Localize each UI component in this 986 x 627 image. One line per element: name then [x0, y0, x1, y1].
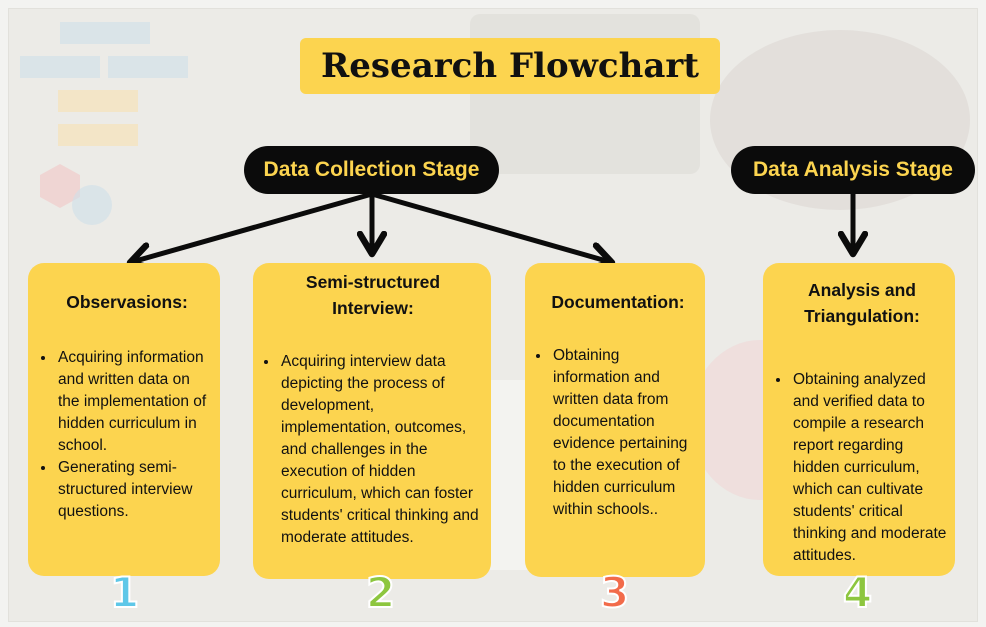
step-number-1: 1	[109, 568, 140, 617]
bullet-item: Acquiring interview data depicting the p…	[279, 351, 481, 549]
card-semi-structured-interview: Semi-structured Interview: Acquiring int…	[253, 263, 491, 579]
step-number-2: 2	[365, 568, 396, 617]
card-documentation: Documentation: Obtaining information and…	[525, 263, 705, 577]
card-bullets: Obtaining analyzed and verified data to …	[777, 369, 947, 567]
step-number-3: 3	[599, 568, 630, 617]
card-bullets: Acquiring information and written data o…	[42, 347, 212, 523]
card-bullets: Obtaining information and written data f…	[537, 345, 699, 521]
card-heading: Analysis and Triangulation:	[804, 280, 920, 326]
step-number-4: 4	[842, 568, 873, 617]
card-heading: Observasions:	[66, 292, 188, 312]
bullet-item: Generating semi-structured interview que…	[56, 457, 212, 523]
bullet-item: Obtaining analyzed and verified data to …	[791, 369, 947, 567]
card-observations: Observasions: Acquiring information and …	[28, 263, 220, 576]
card-analysis-triangulation: Analysis and Triangulation: Obtaining an…	[763, 263, 955, 576]
data-collection-stage: Data Collection Stage	[244, 146, 499, 194]
page-title: Research Flowchart	[300, 38, 720, 94]
card-heading: Documentation:	[551, 292, 685, 312]
data-analysis-stage: Data Analysis Stage	[731, 146, 975, 194]
card-heading: Semi-structured Interview:	[305, 272, 441, 318]
card-bullets: Acquiring interview data depicting the p…	[265, 351, 481, 549]
bullet-item: Obtaining information and written data f…	[551, 345, 699, 521]
bullet-item: Acquiring information and written data o…	[56, 347, 212, 457]
